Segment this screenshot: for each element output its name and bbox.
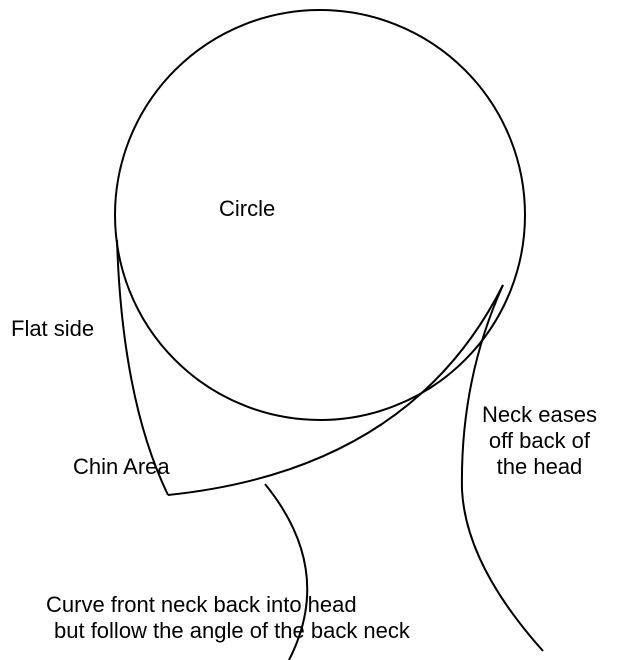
neck-back-line-1: Neck eases <box>482 402 597 428</box>
flat-side-label: Flat side <box>11 316 94 342</box>
circle-label: Circle <box>219 196 275 222</box>
neck-back-line-3: the head <box>482 454 597 480</box>
chin-area-label: Chin Area <box>73 454 170 480</box>
front-neck-line-2: but follow the angle of the back neck <box>46 618 410 644</box>
front-neck-line-1: Curve front neck back into head <box>46 592 410 618</box>
neck-back-line-2: off back of <box>482 428 597 454</box>
front-neck-label: Curve front neck back into head but foll… <box>46 592 410 644</box>
cranium-circle <box>115 10 525 420</box>
neck-back-label: Neck eases off back of the head <box>482 402 597 480</box>
jaw-line <box>168 285 503 495</box>
